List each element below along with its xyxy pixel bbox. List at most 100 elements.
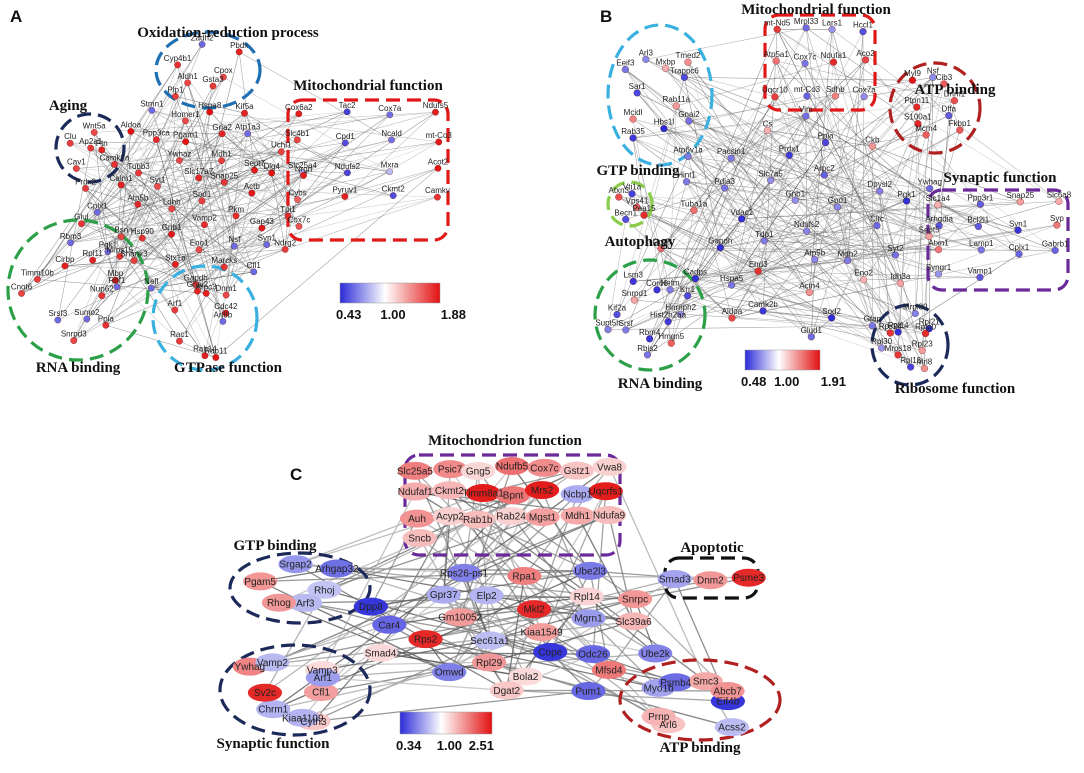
panel-c-node-dnm2[interactable]	[693, 571, 728, 590]
panel-b-node-mt-co3[interactable]	[803, 92, 811, 100]
panel-b-node-rplp0[interactable]	[922, 329, 930, 338]
panel-a-node-marcks[interactable]	[220, 263, 228, 271]
panel-c-node-arhgap32[interactable]	[319, 559, 355, 578]
panel-b-node-ptpn11[interactable]	[913, 103, 921, 111]
panel-a-node-sumo2[interactable]	[83, 315, 91, 323]
panel-a-node-nrgn[interactable]	[300, 172, 307, 179]
panel-a-node-nefl[interactable]	[147, 284, 155, 292]
panel-b-node-hspa5[interactable]	[728, 281, 736, 289]
panel-b-node-rbis2[interactable]	[643, 351, 652, 359]
panel-c-node-mgst1[interactable]	[525, 508, 560, 527]
panel-a-node-ap2a1[interactable]	[87, 144, 95, 152]
panel-c-node-cox7c[interactable]	[527, 458, 562, 477]
panel-b-node-gfap[interactable]	[868, 322, 876, 330]
panel-b-node-syp[interactable]	[1053, 221, 1061, 229]
panel-b-node-hist2h2aa[interactable]	[664, 318, 672, 326]
panel-b-node-atp5a1[interactable]	[772, 57, 780, 65]
panel-a-node-syt1[interactable]	[154, 183, 161, 190]
panel-c-node-chrm1[interactable]	[256, 700, 291, 719]
panel-a-node-atp1a3[interactable]	[244, 130, 251, 137]
panel-c-node-srgap2[interactable]	[278, 555, 313, 574]
panel-a-node-aldh1[interactable]	[184, 79, 191, 87]
panel-b-node-lamp1[interactable]	[977, 246, 985, 254]
panel-c-node-gpr37[interactable]	[426, 585, 461, 604]
panel-b-node-lsm3[interactable]	[629, 277, 637, 285]
panel-c-node-gng5[interactable]	[461, 461, 496, 480]
panel-b-node-hccl1[interactable]	[859, 28, 867, 36]
panel-b-node-gapdh[interactable]	[716, 244, 724, 252]
panel-b-node-rpl21[interactable]	[925, 325, 933, 333]
panel-a-node-ptn[interactable]	[98, 146, 106, 154]
panel-c-node-cfl1[interactable]	[303, 683, 339, 702]
panel-b-node-rpl23[interactable]	[918, 346, 926, 355]
panel-b-node-nsf[interactable]	[929, 73, 937, 81]
panel-a-node-mdh1[interactable]	[218, 157, 225, 164]
panel-a-node-kif5a[interactable]	[241, 109, 248, 117]
panel-c-node-uqcrfs1[interactable]	[588, 482, 623, 501]
panel-c-node-arf1[interactable]	[305, 668, 340, 687]
panel-c-node-rab24[interactable]	[493, 507, 529, 526]
panel-c-node-smad3[interactable]	[657, 570, 692, 589]
panel-b-node-eno2[interactable]	[860, 276, 868, 284]
panel-a-node-cox7a[interactable]	[386, 111, 394, 119]
panel-b-node-cox7a[interactable]	[860, 93, 868, 101]
panel-c-node-vamp2[interactable]	[255, 653, 290, 672]
panel-a-node-stmn1[interactable]	[148, 106, 156, 114]
panel-c-node-vwa8[interactable]	[592, 457, 627, 476]
panel-b-node-cib3[interactable]	[940, 80, 948, 88]
panel-b-node-rpl30[interactable]	[878, 344, 886, 352]
panel-b-node-ywhag[interactable]	[926, 184, 934, 193]
panel-b-node-mrpl30[interactable]	[911, 309, 919, 318]
panel-a-node-zadh2[interactable]	[198, 41, 206, 48]
panel-b-node-syt2[interactable]	[891, 251, 899, 259]
panel-a-node-rpl11[interactable]	[89, 256, 97, 264]
panel-a-node-cyp4b1[interactable]	[174, 61, 181, 69]
panel-b-node-dpysl2[interactable]	[876, 187, 884, 195]
panel-b-node-arhgdia[interactable]	[935, 222, 943, 230]
panel-c-node-auh[interactable]	[399, 509, 435, 528]
panel-a-node-gnai2[interactable]	[194, 287, 201, 295]
panel-b-node-slc1a4[interactable]	[934, 201, 942, 209]
panel-c-node-sncb[interactable]	[402, 529, 437, 548]
panel-a-node-snap25[interactable]	[220, 178, 228, 186]
panel-b-node-rpl13[interactable]	[907, 363, 915, 371]
panel-c-node-kiaa1549[interactable]	[524, 623, 559, 642]
panel-b-node-lars1[interactable]	[828, 25, 836, 33]
panel-b-node-mrpl33[interactable]	[802, 24, 810, 32]
panel-b-node-trappc6[interactable]	[680, 73, 688, 81]
panel-a-node-tpi1[interactable]	[284, 212, 292, 220]
panel-c-node-sv2c[interactable]	[247, 683, 283, 702]
panel-c-node-psmb4[interactable]	[658, 673, 693, 692]
panel-a-node-cnot6[interactable]	[18, 290, 25, 297]
panel-b-node-tmed2[interactable]	[684, 58, 692, 66]
panel-b-node-uqcr10[interactable]	[771, 93, 779, 101]
panel-a-node-pyruv1[interactable]	[341, 193, 349, 200]
panel-a-node-cirbp[interactable]	[61, 262, 69, 270]
panel-a-node-nsf[interactable]	[230, 242, 238, 250]
panel-c-node-rab1b[interactable]	[460, 510, 495, 529]
panel-b-node-slc7a5[interactable]	[767, 176, 775, 184]
panel-b-node-got2[interactable]	[657, 244, 665, 253]
panel-a-node-hsp90[interactable]	[138, 234, 146, 242]
panel-a-node-mbp[interactable]	[112, 276, 119, 284]
panel-c-node-rpl14[interactable]	[569, 587, 604, 606]
panel-a-node-cav1[interactable]	[72, 165, 80, 172]
panel-b-node-cadps[interactable]	[691, 275, 699, 283]
panel-c-node-bpnt[interactable]	[495, 486, 531, 505]
panel-c-node-gstz1[interactable]	[559, 461, 594, 480]
panel-a-node-timm10b[interactable]	[34, 276, 41, 283]
panel-b-node-vti1a[interactable]	[628, 190, 636, 198]
panel-a-node-pbdx[interactable]	[235, 48, 243, 56]
panel-b-node-ckb[interactable]	[868, 142, 876, 150]
panel-b-node-cltc[interactable]	[873, 222, 881, 230]
panel-b-node-nefm[interactable]	[666, 286, 674, 294]
panel-c-node-cope[interactable]	[533, 643, 568, 662]
panel-b-node-gnb1[interactable]	[791, 196, 799, 204]
panel-b-node-mrl8[interactable]	[920, 364, 929, 373]
panel-c-node-mgrn1[interactable]	[571, 609, 606, 628]
panel-c-node-odc26[interactable]	[575, 645, 611, 664]
panel-c-node-mfsd4[interactable]	[591, 660, 626, 679]
panel-b-node-atp5b[interactable]	[811, 255, 819, 264]
panel-b-node-vamp1[interactable]	[976, 273, 984, 281]
panel-a-node-nup62[interactable]	[98, 292, 106, 300]
